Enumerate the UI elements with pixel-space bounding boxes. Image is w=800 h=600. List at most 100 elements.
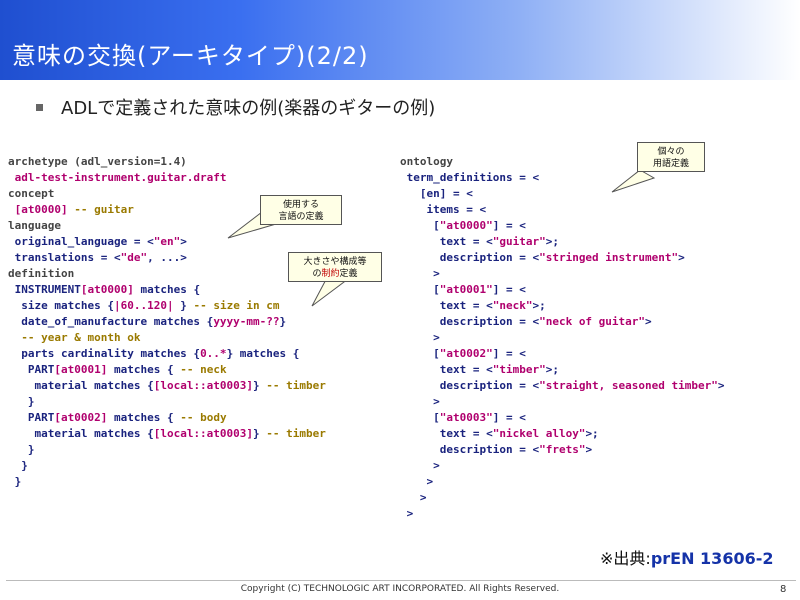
- code-line: description = <"stringed instrument">: [400, 250, 725, 266]
- code-line: >: [400, 490, 725, 506]
- code-line: adl-test-instrument.guitar.draft: [8, 170, 326, 186]
- code-token: }: [279, 315, 287, 328]
- code-line: material matches {[local::at0003]} -- ti…: [8, 378, 325, 394]
- code-line: text = <"guitar">;: [400, 234, 725, 250]
- code-token: text = <: [400, 235, 493, 248]
- constraint-callout-line1: 大きさや構成等: [303, 257, 367, 267]
- code-token: text = <: [400, 299, 493, 312]
- code-token: >;: [545, 363, 559, 376]
- code-token: >: [678, 251, 685, 264]
- code-line: items = <: [400, 202, 725, 218]
- code-token: [at0002]: [54, 411, 108, 424]
- code-token: ontology: [400, 155, 453, 168]
- code-token: size matches {: [8, 299, 114, 312]
- code-token: 0..*: [200, 347, 227, 360]
- page-number: 8: [780, 584, 787, 595]
- code-token: term_definitions = <: [400, 171, 540, 184]
- code-token: ] = <: [492, 347, 526, 360]
- code-token: "timber": [492, 363, 546, 376]
- code-line: }: [8, 442, 326, 458]
- code-token: >: [400, 331, 440, 344]
- code-token: "at0001": [439, 283, 493, 296]
- code-token: -- body: [180, 411, 227, 424]
- code-line: archetype (adl_version=1.4): [8, 154, 326, 170]
- code-line: -- year & month ok: [8, 330, 326, 346]
- code-line: }: [8, 458, 326, 474]
- code-token: description = <: [400, 379, 540, 392]
- constraint-callout-pre: の: [312, 269, 322, 279]
- slide-title: 意味の交換(アーキタイプ)(2/2): [12, 42, 369, 70]
- code-line: size matches {|60..120| } -- size in cm: [8, 298, 326, 314]
- constraint-callout-post: 定義: [339, 269, 358, 279]
- code-line: }: [8, 394, 326, 410]
- code-token: matches {: [133, 283, 201, 296]
- code-token: original_language = <: [8, 235, 154, 248]
- code-token: "en": [153, 235, 181, 248]
- code-token: material matches {: [8, 379, 154, 392]
- code-token: text = <: [400, 427, 493, 440]
- code-token: -- neck: [180, 363, 227, 376]
- code-token: >: [180, 235, 187, 248]
- code-token: >: [400, 475, 434, 488]
- code-line: ["at0003"] = <: [400, 410, 725, 426]
- code-token: text = <: [400, 363, 493, 376]
- code-line: ["at0002"] = <: [400, 346, 725, 362]
- constraint-callout-highlight: 制約: [321, 269, 340, 279]
- code-line: definition: [8, 266, 326, 282]
- code-line: ["at0000"] = <: [400, 218, 725, 234]
- code-token: ] = <: [492, 411, 526, 424]
- title-bar: 意味の交換(アーキタイプ)(2/2): [0, 0, 800, 80]
- code-line: [en] = <: [400, 186, 725, 202]
- bullet-text: ADLで定義された意味の例(楽器のギターの例): [61, 98, 436, 119]
- code-line: term_definitions = <: [400, 170, 725, 186]
- code-token: adl-test-instrument.guitar.draft: [8, 171, 227, 184]
- code-token: ] = <: [492, 283, 526, 296]
- code-token: -- size in cm: [193, 299, 280, 312]
- source-reference: prEN 13606-2: [650, 549, 774, 568]
- code-token: [: [400, 411, 440, 424]
- code-token: "nickel alloy": [492, 427, 586, 440]
- code-token: >: [645, 315, 652, 328]
- code-line: >: [400, 474, 725, 490]
- code-line: description = <"straight, seasoned timbe…: [400, 378, 725, 394]
- code-token: [at0001]: [54, 363, 108, 376]
- code-token: [: [400, 219, 440, 232]
- terms-callout: 個々の 用語定義: [637, 142, 705, 172]
- code-token: >;: [545, 235, 559, 248]
- code-token: "at0000": [439, 219, 493, 232]
- code-line: parts cardinality matches {0..*} matches…: [8, 346, 326, 362]
- code-token: "neck of guitar": [539, 315, 646, 328]
- code-token: "at0003": [439, 411, 493, 424]
- code-line: text = <"nickel alloy">;: [400, 426, 725, 442]
- code-token: >: [400, 491, 427, 504]
- code-token: }: [8, 395, 35, 408]
- code-token: "frets": [539, 443, 586, 456]
- code-token: archetype (adl_version=1.4): [8, 155, 187, 168]
- code-token: INSTRUMENT: [8, 283, 81, 296]
- code-token: >: [585, 443, 593, 456]
- code-line: text = <"timber">;: [400, 362, 725, 378]
- language-callout-line1: 使用する: [282, 200, 319, 210]
- code-token: [: [400, 283, 440, 296]
- code-line: description = <"neck of guitar">: [400, 314, 725, 330]
- code-token: "stringed instrument": [539, 251, 679, 264]
- code-token: "straight, seasoned timber": [539, 379, 718, 392]
- code-token: translations = <: [8, 251, 121, 264]
- code-token: >;: [585, 427, 599, 440]
- code-token: }: [173, 299, 194, 312]
- code-line: >: [400, 330, 725, 346]
- code-token: , ...>: [147, 251, 187, 264]
- code-line: PART[at0002] matches { -- body: [8, 410, 326, 426]
- code-line: material matches {[local::at0003]} -- ti…: [8, 426, 325, 442]
- code-token: [: [400, 347, 440, 360]
- code-token: yyyy-mm-??: [213, 315, 280, 328]
- code-line: original_language = <"en">: [8, 234, 326, 250]
- code-line: ontology: [400, 154, 725, 170]
- code-token: -- guitar: [67, 203, 134, 216]
- archetype-code-block: archetype (adl_version=1.4) adl-test-ins…: [8, 154, 326, 490]
- code-line: }: [8, 474, 326, 490]
- terms-callout-line1: 個々の: [657, 147, 685, 157]
- code-token: [local::at0003]: [153, 379, 254, 392]
- code-token: -- year & month ok: [8, 331, 141, 344]
- code-token: matches {: [107, 363, 181, 376]
